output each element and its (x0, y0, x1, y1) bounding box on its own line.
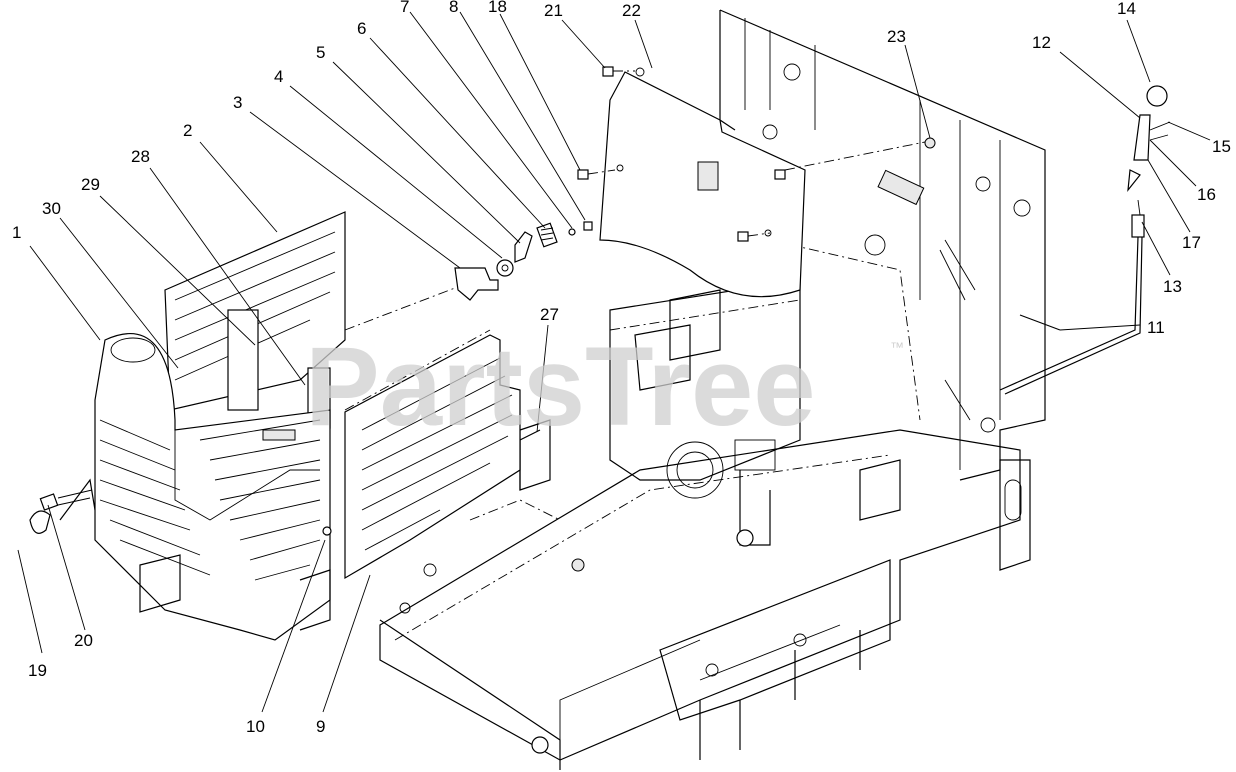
bolt-18 (577, 169, 616, 180)
latch-hardware (344, 221, 593, 331)
callout-15: 15 (1212, 137, 1231, 156)
callout-29: 29 (81, 175, 100, 194)
callout-20: 20 (74, 631, 93, 650)
callout-7: 7 (400, 0, 409, 16)
callout-21: 21 (544, 1, 563, 20)
leader-lines (17, 11, 1211, 713)
callout-17: 17 (1182, 233, 1201, 252)
bolt-21 (602, 66, 635, 77)
callout-6: 6 (357, 19, 366, 38)
cover-plate (577, 66, 936, 298)
front-grille (344, 329, 521, 580)
knob-hardware (29, 478, 96, 534)
callout-3: 3 (233, 93, 242, 112)
watermark-trademark: ™ (890, 339, 904, 355)
callout-13: 13 (1163, 277, 1182, 296)
callouts: 1 2 3 4 5 6 7 8 9 10 11 12 13 14 15 16 1… (12, 0, 1231, 736)
callout-4: 4 (274, 67, 283, 86)
callout-28: 28 (131, 147, 150, 166)
callout-30: 30 (42, 199, 61, 218)
main-frame (379, 9, 1046, 770)
shift-lever (999, 85, 1171, 395)
callout-16: 16 (1197, 185, 1216, 204)
callout-1: 1 (12, 223, 21, 242)
callout-23: 23 (887, 27, 906, 46)
callout-22: 22 (622, 1, 641, 20)
watermark-text: PartsTree (305, 324, 816, 449)
callout-9: 9 (316, 717, 325, 736)
watermark: PartsTree ™ (305, 324, 904, 449)
callout-11: 11 (1147, 318, 1165, 337)
callout-18: 18 (488, 0, 507, 16)
callout-12: 12 (1032, 33, 1051, 52)
hood-assembly (94, 333, 332, 641)
callout-5: 5 (316, 43, 325, 62)
callout-8: 8 (449, 0, 458, 16)
callout-19: 19 (28, 661, 47, 680)
callout-10: 10 (246, 717, 265, 736)
callout-14: 14 (1117, 0, 1136, 18)
callout-2: 2 (183, 121, 192, 140)
callout-27: 27 (540, 305, 559, 324)
